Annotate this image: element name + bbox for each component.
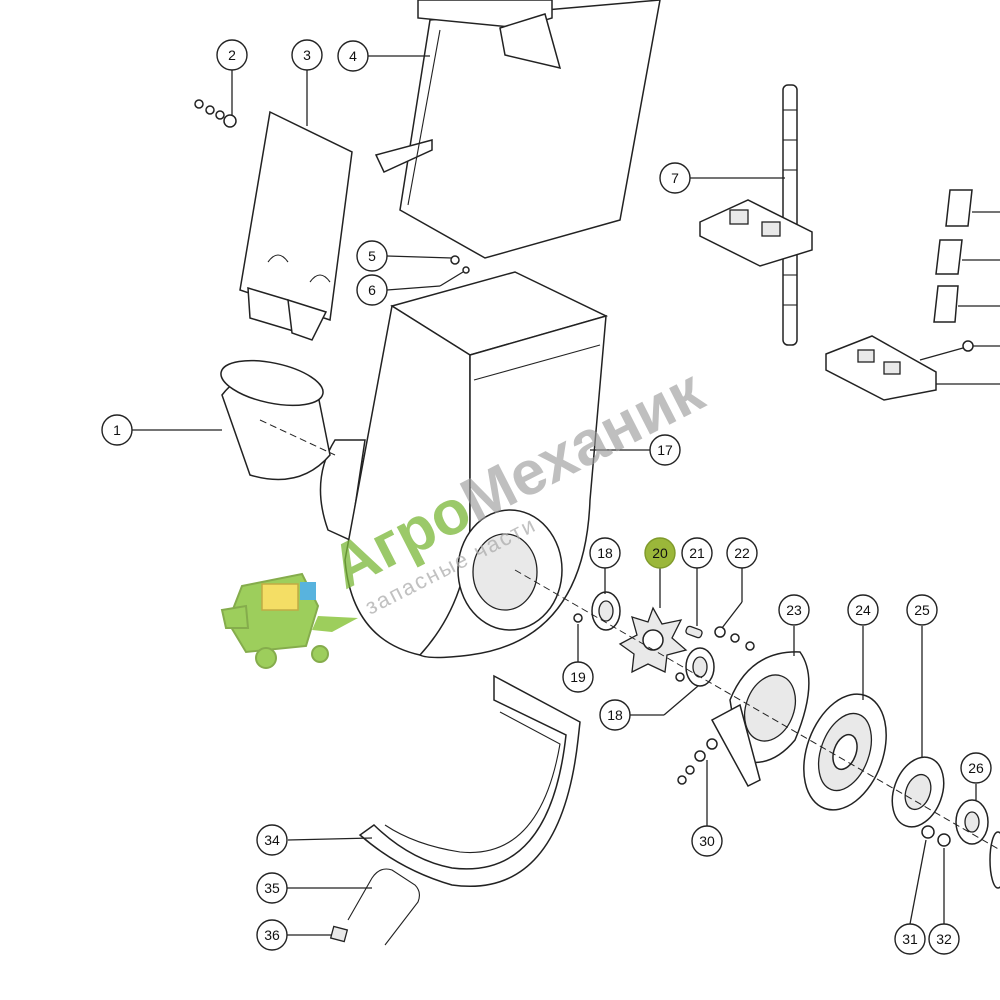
svg-text:18: 18 bbox=[607, 707, 623, 723]
sleeve-axis-line bbox=[259, 419, 336, 456]
callout-23[interactable]: 23 bbox=[778, 594, 810, 626]
leader-lines bbox=[132, 55, 977, 936]
svg-text:36: 36 bbox=[264, 927, 280, 943]
part-4-chute-plate bbox=[374, 0, 661, 259]
callout-21[interactable]: 21 bbox=[681, 537, 713, 569]
svg-text:7: 7 bbox=[671, 170, 679, 186]
part-30-bolts bbox=[677, 738, 718, 785]
callout-17[interactable]: 17 bbox=[649, 434, 681, 466]
part-21-key bbox=[685, 625, 703, 639]
part-17-housing bbox=[319, 271, 609, 659]
part-2-bolt bbox=[194, 99, 237, 128]
svg-text:30: 30 bbox=[699, 833, 715, 849]
svg-text:5: 5 bbox=[368, 248, 376, 264]
callout-1[interactable]: 1 bbox=[101, 414, 133, 446]
svg-text:19: 19 bbox=[570, 669, 586, 685]
callout-35[interactable]: 35 bbox=[256, 872, 288, 904]
part-32-nut bbox=[937, 833, 951, 847]
part-5-6-fasteners bbox=[450, 255, 470, 274]
svg-text:25: 25 bbox=[914, 602, 930, 618]
svg-text:22: 22 bbox=[734, 545, 750, 561]
svg-text:2: 2 bbox=[228, 47, 236, 63]
svg-text:17: 17 bbox=[657, 442, 673, 458]
part-7-chain bbox=[699, 84, 813, 346]
part-flight-plate bbox=[825, 335, 1000, 401]
callout-22[interactable]: 22 bbox=[726, 537, 758, 569]
svg-text:26: 26 bbox=[968, 760, 984, 776]
callout-19[interactable]: 19 bbox=[562, 661, 594, 693]
part-18-bearing-lower bbox=[685, 647, 715, 687]
part-22-bolt bbox=[714, 626, 755, 651]
callout-34[interactable]: 34 bbox=[256, 824, 288, 856]
part-24-disc bbox=[803, 693, 887, 811]
callout-30[interactable]: 30 bbox=[691, 825, 723, 857]
part-26-bearing bbox=[955, 799, 1000, 889]
callout-25[interactable]: 25 bbox=[906, 594, 938, 626]
svg-text:23: 23 bbox=[786, 602, 802, 618]
part-25-washer bbox=[891, 756, 945, 828]
part-chain-link-1 bbox=[945, 189, 1000, 227]
part-19-bolts bbox=[573, 613, 685, 682]
svg-text:1: 1 bbox=[113, 422, 121, 438]
svg-text:21: 21 bbox=[689, 545, 705, 561]
part-18-bearing-upper bbox=[591, 591, 621, 631]
svg-text:6: 6 bbox=[368, 282, 376, 298]
part-35-u-bolt bbox=[347, 868, 421, 946]
svg-text:3: 3 bbox=[303, 47, 311, 63]
svg-text:18: 18 bbox=[597, 545, 613, 561]
part-1-sleeve bbox=[220, 359, 331, 481]
callout-31[interactable]: 31 bbox=[894, 923, 926, 955]
callout-3[interactable]: 3 bbox=[291, 39, 323, 71]
callout-20-highlighted[interactable]: 20 bbox=[644, 537, 676, 569]
callout-2[interactable]: 2 bbox=[216, 39, 248, 71]
part-34-trough bbox=[358, 674, 581, 887]
callout-18-lower[interactable]: 18 bbox=[599, 699, 631, 731]
callout-6[interactable]: 6 bbox=[356, 274, 388, 306]
svg-text:31: 31 bbox=[902, 931, 918, 947]
callout-7[interactable]: 7 bbox=[659, 162, 691, 194]
callout-36[interactable]: 36 bbox=[256, 919, 288, 951]
part-chain-link-2 bbox=[935, 239, 1000, 275]
svg-text:24: 24 bbox=[855, 602, 871, 618]
part-20-sprocket bbox=[618, 606, 688, 674]
svg-text:35: 35 bbox=[264, 880, 280, 896]
svg-text:32: 32 bbox=[936, 931, 952, 947]
svg-text:20: 20 bbox=[652, 545, 668, 561]
callout-18-upper[interactable]: 18 bbox=[589, 537, 621, 569]
callout-32[interactable]: 32 bbox=[928, 923, 960, 955]
part-chain-link-3 bbox=[933, 285, 1000, 323]
callout-26[interactable]: 26 bbox=[960, 752, 992, 784]
part-23-flange bbox=[710, 651, 810, 787]
callout-5[interactable]: 5 bbox=[356, 240, 388, 272]
part-3-cover-plate bbox=[239, 110, 353, 341]
callout-4[interactable]: 4 bbox=[337, 40, 369, 72]
harvester-logo-icon bbox=[220, 572, 358, 669]
svg-text:4: 4 bbox=[349, 48, 357, 64]
callout-24[interactable]: 24 bbox=[847, 594, 879, 626]
part-31-washer bbox=[921, 825, 935, 839]
drive-axis-line bbox=[514, 569, 1000, 851]
part-36-nut bbox=[329, 925, 349, 943]
svg-text:34: 34 bbox=[264, 832, 280, 848]
